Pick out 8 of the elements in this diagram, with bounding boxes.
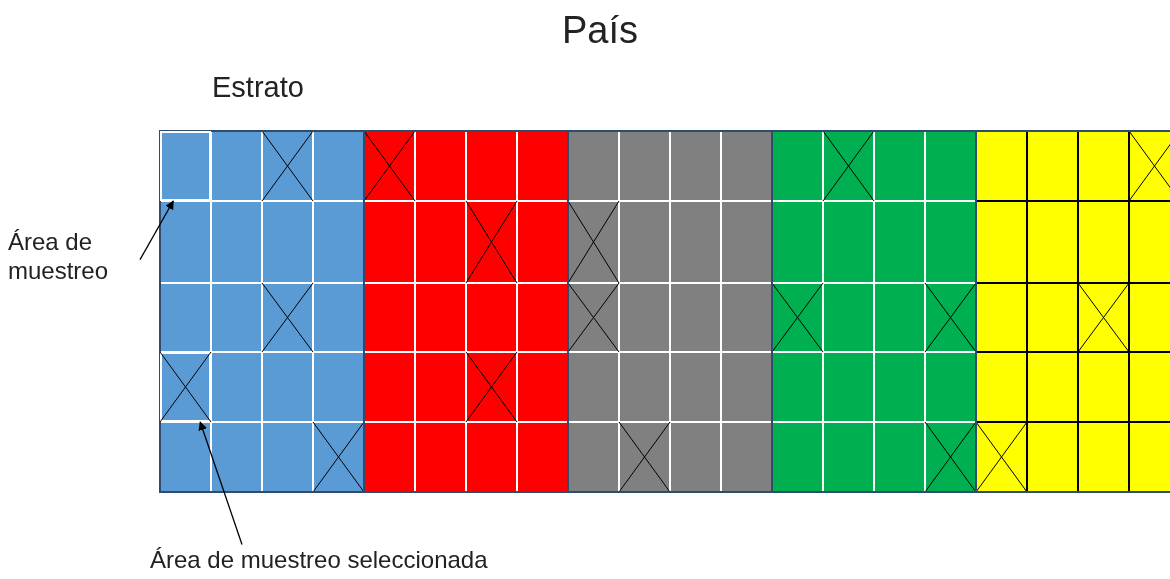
leader-line — [139, 200, 174, 261]
leader-line — [198, 421, 243, 546]
selected-sampling-area-cell — [159, 351, 212, 423]
callout-text: Área de muestreo — [8, 228, 158, 286]
sampling-area-cell — [160, 131, 211, 201]
title: País — [562, 8, 639, 53]
stratum-label: Estrato — [212, 70, 304, 105]
callout-text: Área de muestreo seleccionada — [150, 546, 610, 575]
